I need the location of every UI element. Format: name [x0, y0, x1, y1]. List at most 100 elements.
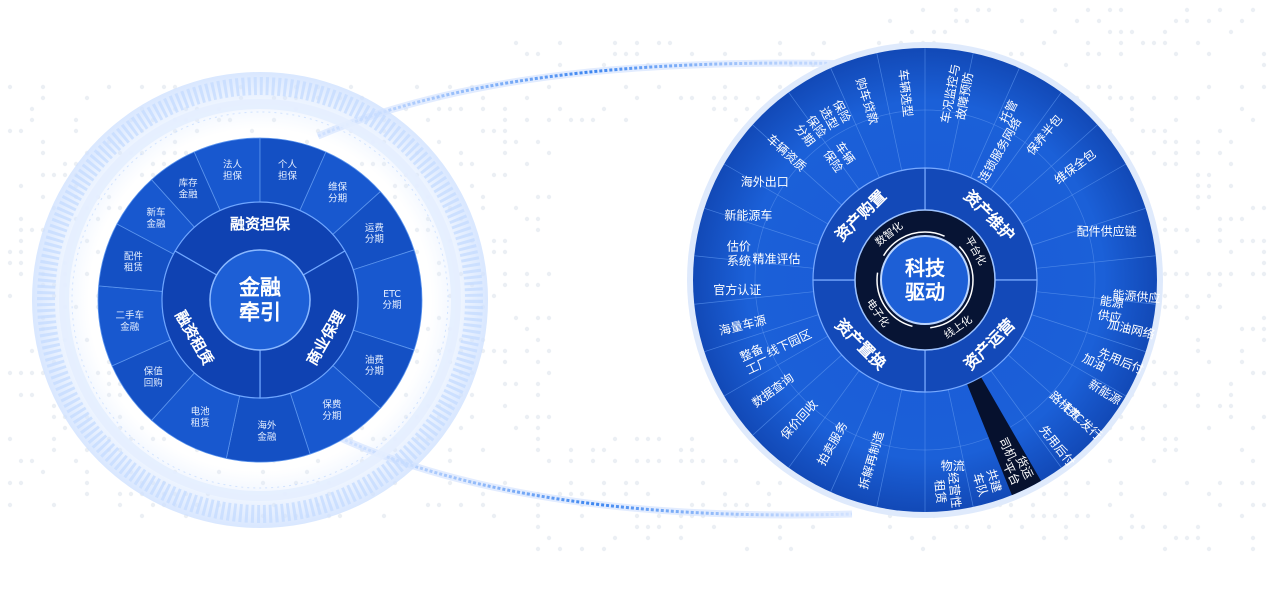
map-dot — [73, 117, 79, 123]
tech-service-label: 估价 — [727, 240, 751, 254]
grid-line — [1021, 163, 1127, 225]
map-dot — [1250, 117, 1256, 123]
map-dot — [513, 205, 519, 211]
map-dot — [953, 18, 959, 24]
map-dot — [535, 513, 541, 519]
map-dot — [1173, 150, 1179, 156]
map-dot — [414, 84, 420, 90]
map-dot — [1228, 381, 1234, 387]
map-dot — [1162, 161, 1168, 167]
finance-wheel: 法人担保个人担保维保分期运费分期ETC分期油费分期保费分期海外金融电池租赁保值回… — [32, 72, 488, 528]
map-dot — [18, 227, 24, 233]
finance-service-label: 金融 — [120, 321, 140, 333]
map-dot — [29, 348, 35, 354]
map-dot — [1173, 370, 1179, 376]
map-dot — [1206, 425, 1212, 431]
grid-line — [990, 92, 1062, 190]
map-dot — [7, 84, 13, 90]
map-dot — [491, 128, 497, 134]
map-dot — [1129, 95, 1135, 101]
grid-line — [947, 389, 974, 508]
map-dot — [1019, 51, 1025, 57]
map-dot — [1239, 480, 1245, 486]
map-dot — [513, 381, 519, 387]
map-dot — [1118, 29, 1124, 35]
map-dot — [634, 513, 640, 519]
map-dot — [51, 403, 57, 409]
map-dot — [689, 447, 695, 453]
map-dot — [502, 359, 508, 365]
map-dot — [1052, 29, 1058, 35]
map-dot — [722, 502, 728, 508]
map-dot — [1041, 491, 1047, 497]
map-dot — [51, 172, 57, 178]
map-dot — [1173, 447, 1179, 453]
map-dot — [678, 458, 684, 464]
map-dot — [579, 513, 585, 519]
map-dot — [700, 502, 706, 508]
map-dot — [40, 95, 46, 101]
grid-line — [1036, 255, 1156, 269]
map-dot — [1195, 337, 1201, 343]
map-dot — [1107, 29, 1113, 35]
map-dot — [722, 491, 728, 497]
map-dot — [645, 535, 651, 541]
map-dot — [887, 524, 893, 530]
map-dot — [1239, 513, 1245, 519]
map-dot — [469, 161, 475, 167]
map-dot — [524, 161, 530, 167]
map-dot — [84, 480, 90, 486]
map-dot — [645, 524, 651, 530]
map-dot — [1261, 238, 1267, 244]
map-dot — [1085, 51, 1091, 57]
map-dot — [700, 458, 706, 464]
map-dot — [1206, 84, 1212, 90]
map-dot — [1118, 95, 1124, 101]
map-dot — [1261, 51, 1267, 57]
map-dot — [139, 84, 145, 90]
map-dot — [51, 436, 57, 442]
map-dot — [975, 7, 981, 13]
map-dot — [777, 40, 783, 46]
map-dot — [986, 524, 992, 530]
map-dot — [1250, 458, 1256, 464]
map-dot — [1162, 29, 1168, 35]
map-dot — [458, 106, 464, 112]
map-dot — [1173, 161, 1179, 167]
grid-line — [1007, 354, 1098, 436]
map-dot — [524, 326, 530, 332]
map-dot — [1250, 535, 1256, 541]
map-dot — [40, 469, 46, 475]
map-dot — [502, 106, 508, 112]
map-dot — [1261, 337, 1267, 343]
map-dot — [777, 524, 783, 530]
map-dot — [1239, 216, 1245, 222]
core-center — [880, 235, 970, 325]
grid-line — [1031, 314, 1146, 353]
map-dot — [502, 238, 508, 244]
map-dot — [612, 535, 618, 541]
map-dot — [150, 502, 156, 508]
tech-service-label: 官方认证 — [713, 282, 761, 297]
grid-line — [752, 354, 843, 436]
grid-line — [723, 335, 829, 397]
map-dot — [29, 392, 35, 398]
finance-service-label: 库存 — [179, 177, 199, 189]
map-dot — [1228, 414, 1234, 420]
map-dot — [733, 117, 739, 123]
map-dot — [601, 447, 607, 453]
map-dot — [777, 535, 783, 541]
map-dot — [1008, 513, 1014, 519]
map-dot — [1195, 403, 1201, 409]
map-dot — [711, 95, 717, 101]
map-dot — [1074, 18, 1080, 24]
map-dot — [491, 249, 497, 255]
map-dot — [623, 491, 629, 497]
map-dot — [1118, 491, 1124, 497]
map-dot — [502, 282, 508, 288]
map-dot — [62, 172, 68, 178]
